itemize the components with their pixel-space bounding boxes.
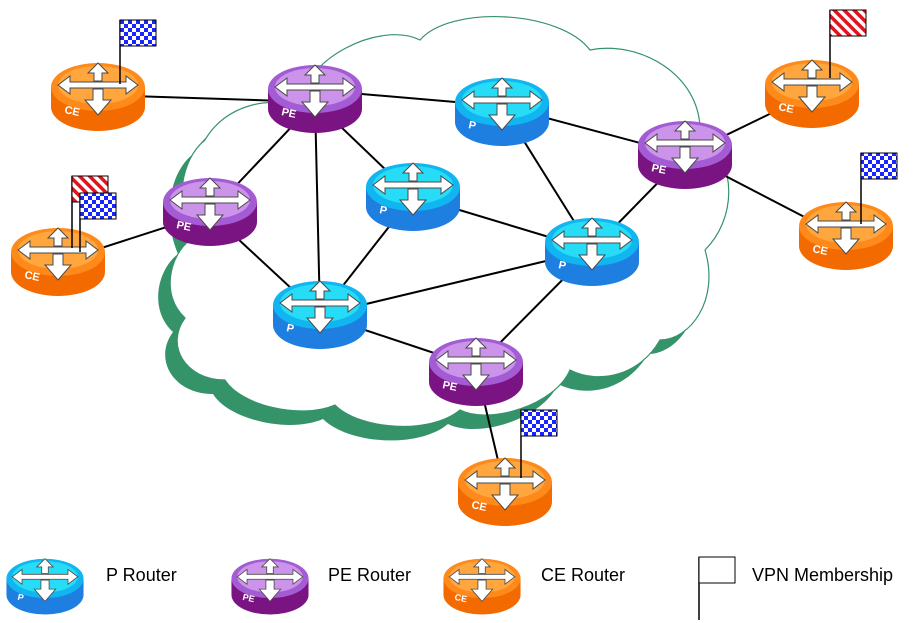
router-type-tag: CE <box>470 499 487 514</box>
router-type-tag: CE <box>811 243 828 258</box>
legend-label-pe-router: PE Router <box>328 565 412 585</box>
router-arrows-icon <box>11 558 79 603</box>
router-type-tag: CE <box>777 101 794 116</box>
ce-router-3: CE <box>799 201 893 270</box>
legend-label-p-router: P Router <box>106 565 177 585</box>
router-arrows-icon <box>17 227 99 281</box>
vpn-flag-ce1-blue <box>119 19 157 84</box>
router-arrows-icon <box>279 280 361 334</box>
router-type-tag: P <box>467 119 477 132</box>
router-type-tag: CE <box>23 269 40 284</box>
router-type-tag: P <box>557 259 567 272</box>
router-type-tag: P <box>17 592 25 603</box>
router-arrows-icon <box>448 558 516 603</box>
legend: P PE CE <box>6 556 736 620</box>
p-router-2: P <box>366 162 460 231</box>
router-type-tag: PE <box>650 162 667 177</box>
legend-ce-router-icon: CE <box>443 558 521 615</box>
router-type-tag: P <box>378 204 388 217</box>
vpn-flag-ce5-blue <box>520 409 558 478</box>
router-arrows-icon <box>464 457 546 511</box>
router-arrows-icon <box>771 59 853 113</box>
vpn-flag-ce2-red <box>829 9 867 78</box>
router-type-tag: PE <box>175 219 192 234</box>
ce-router-2: CE <box>765 59 859 128</box>
router-type-tag: PE <box>441 379 458 394</box>
p-router-1: P <box>455 77 549 146</box>
legend-label-vpn-membership: VPN Membership <box>752 565 894 585</box>
pe-router-4: PE <box>429 337 523 406</box>
router-arrows-icon <box>551 217 633 271</box>
router-arrows-icon <box>236 558 304 603</box>
router-arrows-icon <box>435 337 517 391</box>
router-arrows-icon <box>461 77 543 131</box>
ce-router-5: CE <box>458 457 552 526</box>
router-type-tag: PE <box>242 592 256 604</box>
pe-router-1: PE <box>268 64 362 133</box>
vpn-flag-ce4-blue <box>79 192 117 252</box>
p-router-4: P <box>273 280 367 349</box>
router-arrows-icon <box>57 62 139 116</box>
router-type-tag: CE <box>454 592 468 604</box>
router-arrows-icon <box>274 64 356 118</box>
pe-router-3: PE <box>163 177 257 246</box>
vpn-flag-ce3-blue <box>860 152 898 224</box>
legend-p-router-icon: P <box>6 558 84 615</box>
ce-router-4: CE <box>11 227 105 296</box>
router-type-tag: P <box>285 322 295 335</box>
legend-label-ce-router: CE Router <box>541 565 626 585</box>
router-arrows-icon <box>644 120 726 174</box>
legend-vpn-flag-icon <box>698 556 736 620</box>
pe-router-2: PE <box>638 120 732 189</box>
legend-pe-router-icon: PE <box>231 558 309 615</box>
router-arrows-icon <box>169 177 251 231</box>
link-pe1-p4 <box>314 101 321 316</box>
ce-router-1: CE <box>51 62 145 131</box>
router-arrows-icon <box>805 201 887 255</box>
router-arrows-icon <box>372 162 454 216</box>
router-type-tag: PE <box>280 106 297 121</box>
p-router-3: P <box>545 217 639 286</box>
router-type-tag: CE <box>63 104 80 119</box>
